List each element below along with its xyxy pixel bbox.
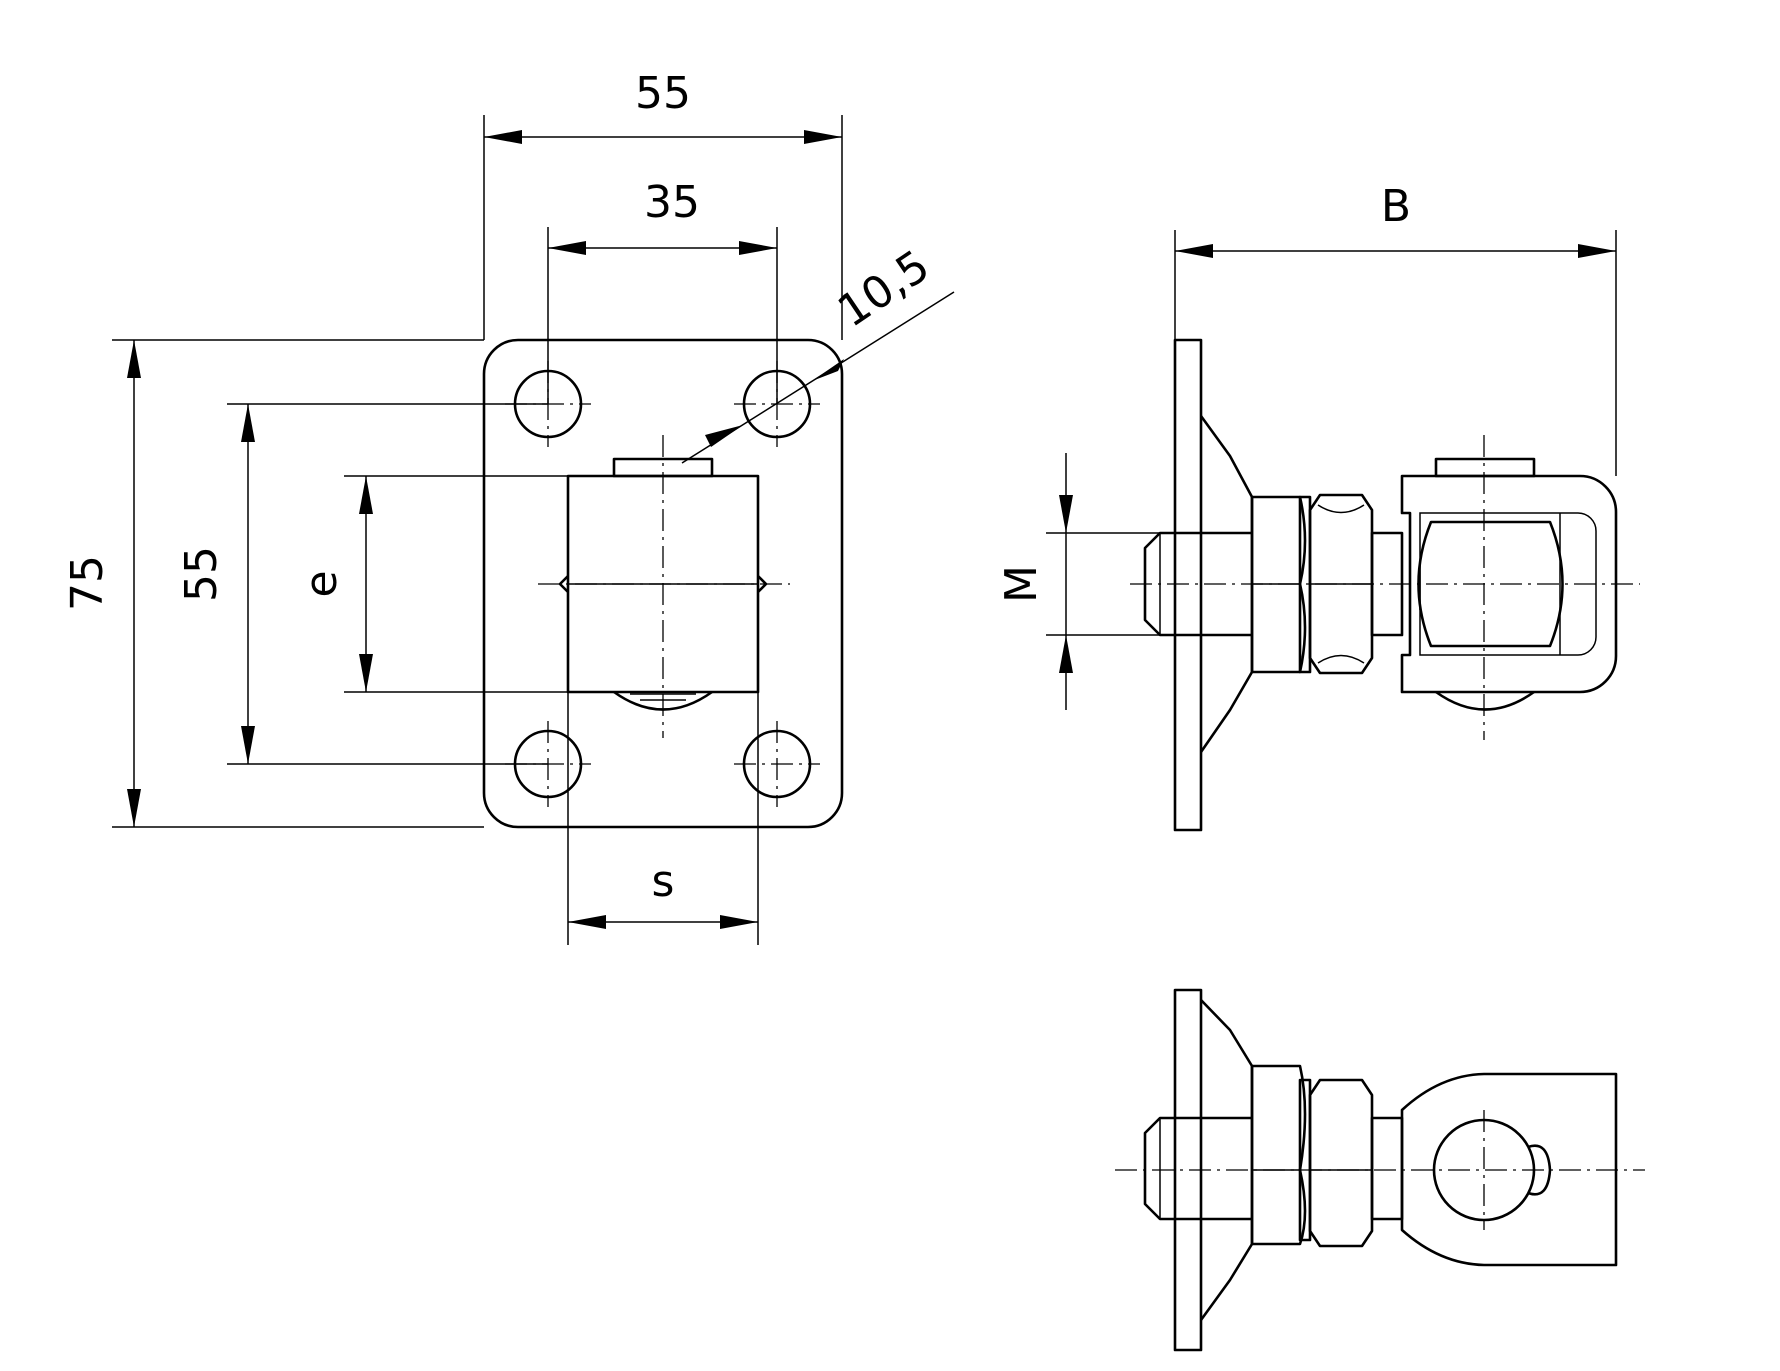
side-pin-head-top xyxy=(1434,457,1536,478)
side-plate xyxy=(1173,338,1203,832)
dim-hole-diameter: 10,5 xyxy=(829,240,939,337)
dim-eye-e: e xyxy=(296,570,347,597)
side-pin-head-bottom xyxy=(1435,690,1535,711)
side-eye-frame xyxy=(1400,474,1618,694)
dim-width-holes: 35 xyxy=(644,177,700,228)
dim-length-b: B xyxy=(1381,181,1411,232)
bottom-nut-1 xyxy=(1250,1064,1307,1246)
mounting-plate xyxy=(482,338,844,829)
dim-thread-m: M xyxy=(996,565,1047,603)
bottom-view xyxy=(1115,988,1645,1352)
bottom-cone xyxy=(1199,999,1254,1321)
dim-width-outer: 55 xyxy=(635,68,691,119)
front-view: 55 35 10,5 75 55 e s xyxy=(62,68,955,945)
bottom-thread-stud xyxy=(1143,1116,1252,1221)
dim-height-outer: 75 xyxy=(62,555,113,611)
bottom-neck xyxy=(1370,1116,1404,1221)
bottom-eye-lug xyxy=(1400,1072,1618,1267)
side-nut-2 xyxy=(1308,493,1374,675)
side-ball xyxy=(1417,520,1564,648)
dim-height-holes: 55 xyxy=(176,546,227,602)
bottom-nut-2 xyxy=(1308,1078,1374,1248)
side-view: B M xyxy=(996,181,1640,832)
dim-eye-s: s xyxy=(652,856,675,907)
side-thread-stud xyxy=(1143,531,1252,637)
